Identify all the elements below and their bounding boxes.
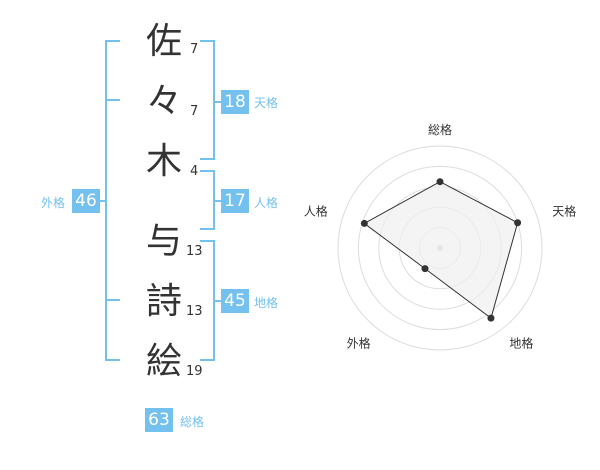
jinkaku-score: 17 [221, 189, 249, 213]
name-char-3: 木 [145, 141, 182, 182]
tenkaku-score: 18 [221, 90, 249, 114]
gaikaku-bracket [105, 40, 120, 361]
stroke-count-2: 7 [190, 104, 199, 119]
bracket-tick [105, 99, 120, 101]
radar-grid-ring-1 [337, 145, 543, 351]
chikaku-label: 地格 [254, 296, 279, 310]
name-char-1: 佐 [145, 21, 182, 62]
name-char-6: 絵 [145, 341, 182, 382]
radar-axis-label-3: 地格 [509, 336, 533, 351]
chikaku-bracket [200, 240, 215, 361]
radar-axis-label-1: 総格 [428, 122, 452, 137]
tenkaku-label: 天格 [254, 96, 279, 110]
radar-area [363, 181, 519, 319]
chikaku-score: 45 [221, 289, 249, 313]
jinkaku-label: 人格 [254, 196, 279, 210]
radar-points [360, 178, 522, 322]
radar-point-3 [487, 314, 495, 322]
stroke-count-1: 7 [190, 42, 199, 57]
radar-point-4 [421, 265, 429, 273]
bracket-tick [215, 300, 221, 302]
tenkaku-bracket [200, 40, 215, 160]
radar-axis-label-5: 人格 [304, 204, 328, 219]
bracket-tick [215, 101, 221, 103]
bracket-tick [215, 200, 221, 202]
radar-point-5 [360, 219, 368, 227]
bracket-tick [105, 299, 120, 301]
jinkaku-bracket [200, 170, 215, 230]
stroke-count-6: 19 [186, 364, 203, 379]
name-char-2: 々 [145, 81, 182, 122]
soukaku-score: 63 [145, 408, 173, 432]
stroke-count-5: 13 [186, 304, 203, 319]
gaikaku-label: 外格 [41, 196, 66, 210]
gaikaku-score: 46 [72, 189, 100, 213]
name-char-5: 詩 [145, 281, 182, 322]
radar-axis-label-4: 外格 [347, 336, 371, 351]
radar-grid-ring-2 [357, 165, 523, 331]
soukaku-label: 総格 [180, 415, 205, 429]
radar-axis-label-2: 天格 [552, 204, 576, 219]
stroke-count-4: 13 [186, 244, 203, 259]
radar-point-1 [436, 178, 444, 186]
stroke-count-3: 4 [190, 164, 199, 179]
radar-point-2 [514, 219, 522, 227]
name-char-4: 与 [145, 221, 182, 262]
